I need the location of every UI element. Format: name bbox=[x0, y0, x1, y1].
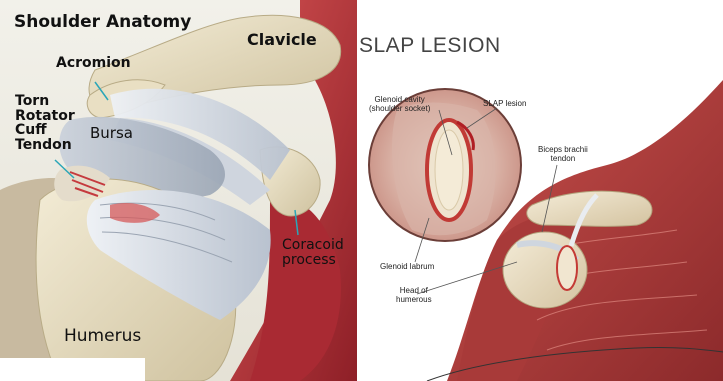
label-head-of-humerous: Head of humerous bbox=[396, 286, 432, 304]
left-title: Shoulder Anatomy bbox=[14, 14, 191, 32]
label-acromion: Acromion bbox=[56, 56, 131, 71]
label-biceps-brachii-line2: tendon bbox=[538, 154, 588, 163]
label-glenoid-cavity: Glenoid cavity (shoulder socket) bbox=[369, 95, 430, 113]
label-tendon-line: Tendon bbox=[15, 138, 75, 153]
label-biceps-brachii-tendon: Biceps brachii tendon bbox=[538, 145, 588, 163]
label-slap-lesion: SLAP lesion bbox=[483, 99, 526, 108]
label-biceps-brachii-line1: Biceps brachii bbox=[538, 145, 588, 154]
label-torn-line: Torn bbox=[15, 94, 75, 109]
label-glenoid-labrum: Glenoid labrum bbox=[380, 262, 434, 271]
label-humerous-line: humerous bbox=[396, 295, 432, 304]
label-cuff-line: Cuff bbox=[15, 123, 75, 138]
label-glenoid-cavity-line1: Glenoid cavity bbox=[369, 95, 430, 104]
label-humerus: Humerus bbox=[64, 328, 141, 346]
label-bursa: Bursa bbox=[90, 126, 133, 142]
shoulder-anatomy-illustration: Shoulder Anatomy Clavicle Acromion Torn … bbox=[0, 0, 357, 381]
label-coracoid-process: Coracoid process bbox=[282, 238, 344, 267]
shoulder-anatomy-drawing bbox=[0, 0, 357, 381]
slap-lesion-illustration: SLAP LESION Glenoid cavity (shoulder soc… bbox=[357, 0, 723, 381]
label-torn-rotator-cuff-tendon: Torn Rotator Cuff Tendon bbox=[15, 94, 75, 153]
right-title: SLAP LESION bbox=[359, 34, 501, 58]
label-head-of-line: Head of bbox=[396, 286, 432, 295]
label-glenoid-cavity-line2: (shoulder socket) bbox=[369, 104, 430, 113]
label-clavicle: Clavicle bbox=[247, 32, 317, 49]
label-rotator-line: Rotator bbox=[15, 109, 75, 124]
label-process-line: process bbox=[282, 253, 344, 268]
label-coracoid-line: Coracoid bbox=[282, 238, 344, 253]
